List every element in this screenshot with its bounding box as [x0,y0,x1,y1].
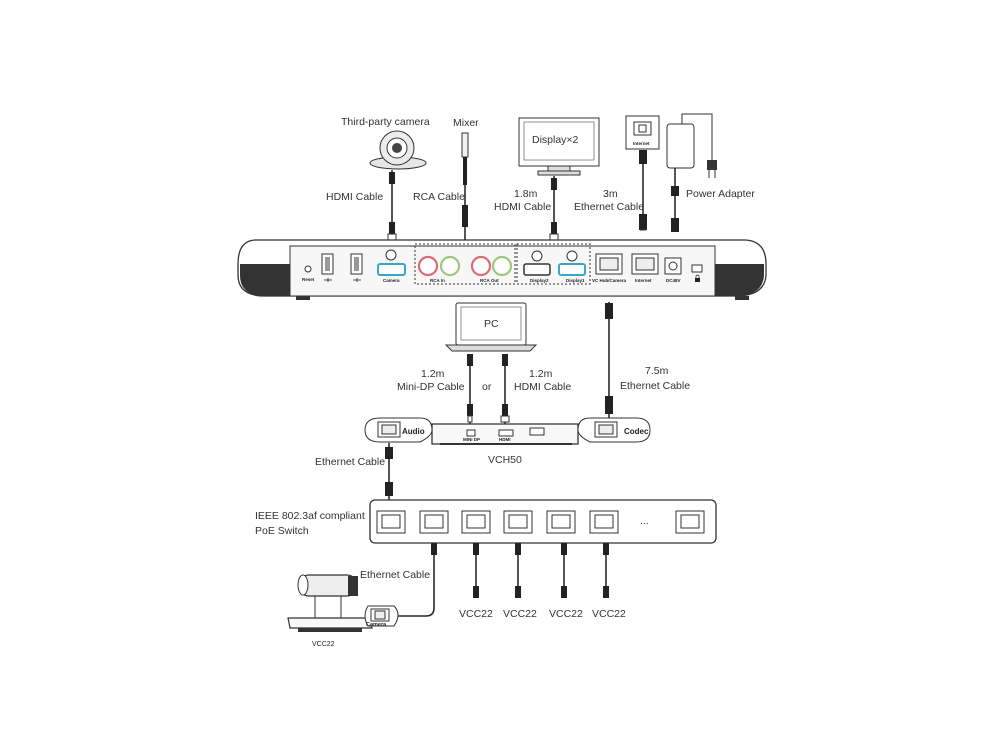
hub-switch-cable [385,443,393,500]
codec-port-labels: Reset Camera RCA In RCA Out Display2 Dis… [302,277,681,283]
pc-laptop [444,302,538,352]
display-cable-type: HDMI Cable [494,201,551,213]
switch-ellipsis: ... [640,515,649,527]
vcc22-camera-port-label: Camera [366,622,387,628]
poe-switch [369,499,717,544]
switch-port [589,510,619,534]
display-monitor [518,117,600,176]
rca-cable-label: RCA Cable [413,191,465,203]
switch-port [376,510,406,534]
mixer-plug [461,132,469,205]
third-party-camera-label: Third-party camera [341,116,430,128]
codec-port-label: Codec [624,427,649,436]
internet-port-label: Internet [635,278,652,283]
lock-icon [695,274,700,282]
vchub-cable-type: Ethernet Cable [620,380,690,392]
switch-port [461,510,491,534]
vcc22-camera [287,574,373,632]
internet-cable-type: Ethernet Cable [574,201,644,213]
pc-hdmi-cable-type: HDMI Cable [514,381,571,393]
pc-label: PC [484,318,499,330]
internet-cable-length: 3m [603,188,618,200]
codec-ports [304,249,703,277]
reset-port-label: Reset [302,277,315,282]
usb-icon [324,278,361,282]
display-label: Display×2 [532,134,579,146]
hub-label: VCH50 [488,454,522,466]
switch-port [503,510,533,534]
power-adapter-label: Power Adapter [686,188,755,200]
switch-port [675,510,705,534]
hub-audio-callout [364,417,433,443]
switch-down-cables [393,543,609,617]
vch50-hub [431,423,579,445]
hub-codec-callout [577,417,651,443]
display1-port-label: Display1 [566,278,585,283]
switch-port [419,510,449,534]
pc-hdmi-cable-length: 1.2m [529,368,553,380]
hdmi-port-label: HDMI [499,437,511,442]
internet-socket-label: Internet [633,141,650,146]
or-label: or [482,381,492,393]
switch-port [546,510,576,534]
vcc22-camera-label: VCC22 [312,641,335,648]
camera-ethernet-cable-label: Ethernet Cable [360,569,430,581]
mixer-label: Mixer [453,117,479,129]
minidp-cable-type: Mini-DP Cable [397,381,465,393]
internet-wall-socket [625,115,660,150]
vcc22-label: VCC22 [459,608,493,620]
third-party-camera [369,130,427,170]
top-cables [387,150,679,241]
vcc22-label: VCC22 [592,608,626,620]
vcc22-label: VCC22 [549,608,583,620]
vc-hub-port-label: VC Hub/Camera [592,278,627,283]
vcc22-camera-port-callout [364,605,399,627]
switch-label-line1: IEEE 802.3af compliant [255,510,365,522]
rca-in-port-label: RCA In [430,278,445,283]
audio-port-label: Audio [402,427,425,436]
switch-label-line2: PoE Switch [255,525,309,537]
display2-port-label: Display2 [530,278,549,283]
mini-dp-port-label: MINI DP [463,437,480,442]
pc-cables [467,302,613,430]
display-cable-length: 1.8m [514,188,538,200]
vcc22-label: VCC22 [503,608,537,620]
dc-port-label: DC48V [666,278,681,283]
minidp-cable-length: 1.2m [421,368,445,380]
hdmi-camera-cable-label: HDMI Cable [326,191,383,203]
power-adapter [666,113,717,178]
rca-out-port-label: RCA Out [480,278,499,283]
audio-ethernet-cable-label: Ethernet Cable [315,456,385,468]
camera-port-label: Camera [383,278,400,283]
vchub-cable-length: 7.5m [645,365,669,377]
